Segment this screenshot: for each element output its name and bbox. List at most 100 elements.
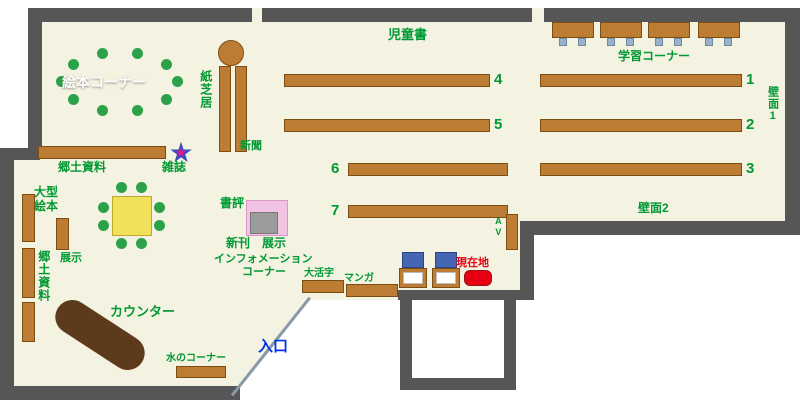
chair-dot <box>98 202 109 213</box>
chair-dot <box>56 76 67 87</box>
wall-top-left-segment <box>30 8 252 22</box>
bookshelf-row-4 <box>284 74 490 87</box>
local-materials-shelf <box>38 146 166 159</box>
left-wall-shelf <box>22 302 35 342</box>
current-location-marker <box>464 270 492 286</box>
exhibit-2-label: 展示 <box>262 236 287 250</box>
exhibit-label: 展示 <box>60 252 82 264</box>
information-corner-label-line1: インフォメーション <box>214 253 313 265</box>
study-desk <box>552 22 594 38</box>
shelf-number-6: 6 <box>331 160 340 177</box>
large-print-shelf <box>302 280 344 293</box>
chair-dot <box>132 105 143 116</box>
large-print-label: 大活字 <box>304 268 334 279</box>
large-picture-books-label-line2: 絵本 <box>34 199 59 213</box>
local-materials-label: 郷土資料 <box>58 160 107 174</box>
left-wall-shelf <box>22 194 35 242</box>
wall-middle-bottom <box>398 290 534 300</box>
machine-monitor <box>435 252 457 268</box>
information-corner-label-line2: コーナー <box>242 266 286 278</box>
local-materials-side-label: 郷土資料 <box>36 250 51 302</box>
counter-label: カウンター <box>110 304 176 319</box>
kamishibai-label: 紙芝居 <box>198 70 213 109</box>
study-chair <box>578 38 586 46</box>
wall-left-lower <box>0 148 14 400</box>
study-chair <box>626 38 634 46</box>
study-chair <box>705 38 713 46</box>
manga-label: マンガ <box>344 273 374 284</box>
chair-dot <box>97 48 108 59</box>
star-center-icon: ★ <box>175 145 187 160</box>
water-corner-label: 水のコーナー <box>166 353 226 364</box>
shelf-number-5: 5 <box>494 116 503 133</box>
wall-stairwell-left <box>400 294 412 390</box>
shelf-number-1: 1 <box>746 71 755 88</box>
display-stand <box>250 212 278 234</box>
chair-dot <box>136 238 147 249</box>
study-desk <box>698 22 740 38</box>
study-chair <box>674 38 682 46</box>
manga-shelf <box>346 284 398 297</box>
chair-dot <box>68 59 79 70</box>
bookshelf-row-7 <box>348 205 508 218</box>
wall-bottom-right <box>532 221 800 235</box>
round-table <box>218 40 244 66</box>
bookshelf-row-6 <box>348 163 508 176</box>
current-location-label: 現在地 <box>456 257 489 269</box>
wall-top-middle-segment <box>262 8 532 22</box>
chair-dot <box>116 238 127 249</box>
machine-monitor <box>402 252 424 268</box>
study-chair <box>559 38 567 46</box>
chair-dot <box>161 94 172 105</box>
wall-2-label: 壁面2 <box>638 201 669 215</box>
new-arrivals-label: 新刊 <box>226 236 251 250</box>
wall-stairwell-bottom <box>400 378 516 390</box>
study-desk <box>600 22 642 38</box>
study-chair <box>607 38 615 46</box>
book-review-label: 書評 <box>220 196 245 210</box>
left-wall-shelf <box>22 248 35 298</box>
chair-dot <box>68 94 79 105</box>
kamishibai-shelf <box>235 66 247 152</box>
machine-front-panel <box>403 272 423 284</box>
study-chair <box>655 38 663 46</box>
chair-dot <box>136 182 147 193</box>
wall-stairwell-right <box>504 294 516 390</box>
wall-middle-vertical <box>520 221 534 295</box>
machine-front-panel <box>436 272 456 284</box>
shelf-number-2: 2 <box>746 116 755 133</box>
study-chair <box>724 38 732 46</box>
exhibit-shelf <box>56 218 69 250</box>
reading-table <box>112 196 152 236</box>
star-icon: ★ <box>168 137 194 168</box>
chair-dot <box>154 202 165 213</box>
magazine-label: 雑誌 <box>162 160 187 174</box>
av-shelf <box>506 214 518 250</box>
entrance-label: 入口 <box>258 338 289 355</box>
av-label: AV <box>493 216 504 238</box>
picture-book-corner-label: 絵本コーナー <box>62 74 146 90</box>
chair-dot <box>132 48 143 59</box>
bookshelf-row-2 <box>540 119 742 132</box>
wall-1-label: 壁面1 <box>766 86 779 123</box>
chair-dot <box>154 220 165 231</box>
bookshelf-row-1 <box>540 74 742 87</box>
magazine-marker: ★ ★ <box>166 138 196 168</box>
wall-top-right-segment <box>544 8 800 22</box>
wall-left-upper <box>28 8 42 158</box>
kamishibai-shelf <box>219 66 231 152</box>
shelf-number-4: 4 <box>494 71 503 88</box>
chair-dot <box>116 182 127 193</box>
chair-dot <box>98 220 109 231</box>
wall-right <box>785 8 800 235</box>
shelf-number-7: 7 <box>331 202 340 219</box>
bookshelf-row-5 <box>284 119 490 132</box>
study-corner-label: 学習コーナー <box>618 49 691 63</box>
study-desk <box>648 22 690 38</box>
large-picture-books-label-line1: 大型 <box>34 185 59 199</box>
bookshelf-row-3 <box>540 163 742 176</box>
chair-dot <box>97 105 108 116</box>
children-books-label: 児童書 <box>388 27 428 42</box>
shelf-number-3: 3 <box>746 160 755 177</box>
